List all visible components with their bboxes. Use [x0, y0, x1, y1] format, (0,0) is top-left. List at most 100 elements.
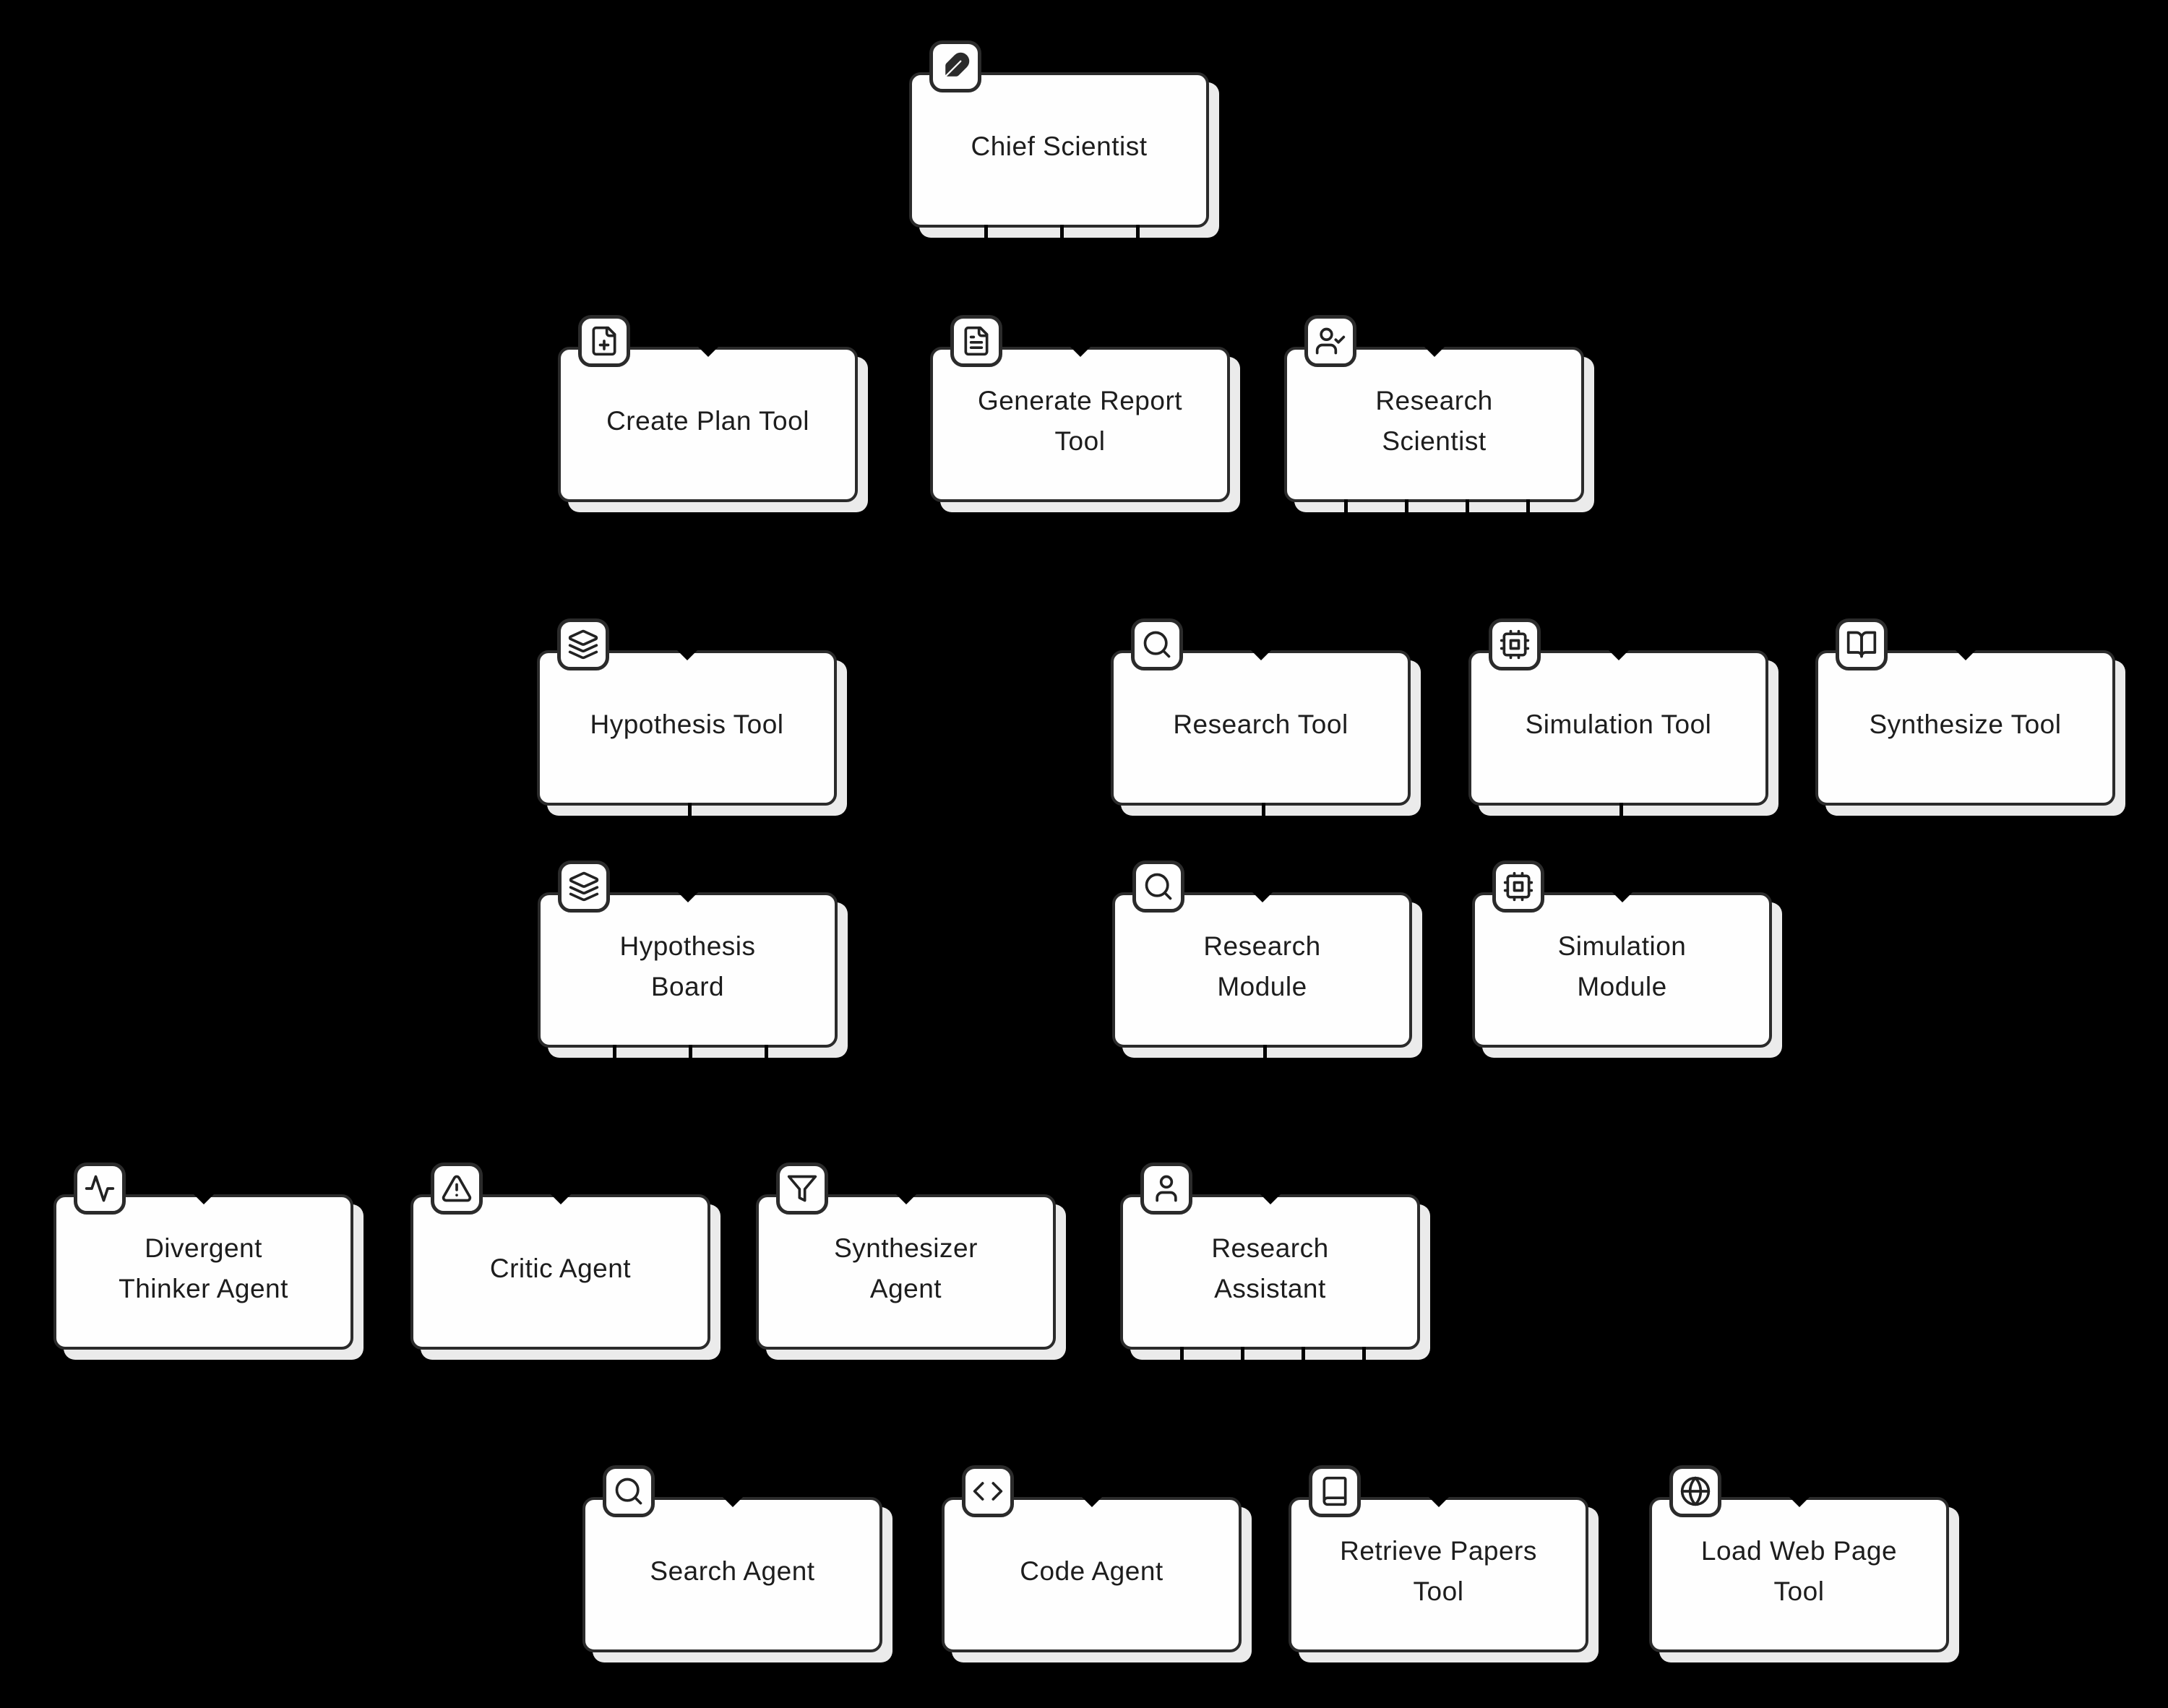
edge-arrowhead-notch	[193, 1194, 214, 1204]
alert-triangle-icon	[431, 1163, 483, 1215]
edge-arrowhead-notch	[1608, 650, 1629, 660]
search-icon	[1132, 861, 1184, 913]
edge-arrowhead-notch	[1252, 892, 1273, 902]
node-label-line: Code Agent	[1020, 1556, 1163, 1586]
node-label-line: Tool	[1413, 1576, 1464, 1606]
node-critic-agent[interactable]: Critic Agent	[410, 1163, 710, 1350]
edge-stub	[613, 1045, 616, 1061]
node-chief-scientist[interactable]: Chief Scientist	[909, 40, 1209, 241]
edge-stub	[689, 1045, 692, 1061]
node-label: Critic Agent	[490, 1248, 631, 1296]
node-label-line: Tool	[1054, 426, 1106, 456]
feather-icon	[929, 40, 981, 92]
node-label-line: Research	[1211, 1233, 1329, 1263]
node-hypothesis-tool[interactable]: Hypothesis Tool	[537, 618, 837, 819]
node-label-line: Chief Scientist	[971, 131, 1148, 161]
edge-stub	[1405, 499, 1408, 515]
edge-stub	[765, 1045, 768, 1061]
node-label-line: Critic Agent	[489, 1253, 632, 1283]
node-label: Create Plan Tool	[606, 401, 809, 449]
code-icon	[962, 1465, 1014, 1517]
edge-stub	[1302, 1347, 1305, 1363]
edge-stub	[1262, 803, 1265, 819]
edge-arrowhead-notch	[1070, 347, 1091, 357]
node-label-line: Synthesize Tool	[1869, 709, 2062, 739]
user-check-icon	[1304, 315, 1356, 367]
node-label-line: Scientist	[1382, 426, 1487, 456]
edge-arrowhead-notch	[677, 892, 698, 902]
node-label-line: Load Web Page	[1700, 1536, 1898, 1566]
edge-stub	[1180, 1347, 1184, 1363]
node-label: Chief Scientist	[971, 126, 1148, 174]
node-label-line: Agent	[869, 1273, 942, 1303]
node-label-line: Divergent	[145, 1233, 262, 1263]
node-label-line: Module	[1577, 971, 1667, 1001]
node-create-plan-tool[interactable]: Create Plan Tool	[558, 315, 858, 502]
globe-icon	[1669, 1465, 1721, 1517]
node-label-line: Research	[1203, 931, 1321, 961]
node-label-line: Hypothesis Tool	[590, 709, 784, 739]
node-label: Hypothesis Tool	[590, 704, 783, 752]
book-open-icon	[1836, 618, 1888, 670]
edge-arrowhead-notch	[1424, 347, 1445, 357]
file-text-icon	[950, 315, 1002, 367]
edge-stub	[1263, 1045, 1267, 1061]
node-research-tool[interactable]: Research Tool	[1111, 618, 1411, 819]
edge-stub	[1241, 1347, 1244, 1363]
node-label-line: Thinker Agent	[119, 1273, 288, 1303]
node-label-line: Research Tool	[1173, 709, 1348, 739]
cpu-icon	[1489, 618, 1541, 670]
edge-stub	[1060, 225, 1064, 241]
edge-arrowhead-notch	[722, 1497, 743, 1507]
edge-arrowhead-notch	[676, 650, 697, 660]
node-simulation-tool[interactable]: Simulation Tool	[1468, 618, 1768, 819]
edge-stub	[1526, 499, 1530, 515]
node-code-agent[interactable]: Code Agent	[942, 1465, 1242, 1652]
node-label-line: Retrieve Papers	[1340, 1536, 1537, 1566]
edge-arrowhead-notch	[1612, 892, 1633, 902]
node-label-line: Synthesizer	[834, 1233, 978, 1263]
edge-arrowhead-notch	[1428, 1497, 1449, 1507]
node-label: Search Agent	[650, 1551, 814, 1599]
node-label-line: Create Plan Tool	[606, 405, 809, 436]
node-label: Synthesize Tool	[1870, 704, 2062, 752]
node-label: Simulation Tool	[1526, 704, 1712, 752]
edge-arrowhead-notch	[1955, 650, 1976, 660]
node-label-line: Search Agent	[650, 1556, 815, 1586]
node-search-agent[interactable]: Search Agent	[582, 1465, 882, 1652]
edge-stub	[1344, 499, 1348, 515]
search-icon	[603, 1465, 655, 1517]
node-label-line: Hypothesis	[619, 931, 756, 961]
book-icon	[1309, 1465, 1361, 1517]
edge-arrowhead-notch	[895, 1194, 916, 1204]
edge-arrowhead-notch	[1260, 1194, 1281, 1204]
node-synthesize-tool[interactable]: Synthesize Tool	[1815, 618, 2115, 806]
cpu-icon	[1492, 861, 1544, 913]
layers-icon	[558, 861, 610, 913]
file-plus-icon	[578, 315, 630, 367]
edge-stub	[1136, 225, 1140, 241]
edge-stub	[984, 225, 988, 241]
node-label-line: Module	[1217, 971, 1307, 1001]
node-label-line: Generate Report	[977, 386, 1183, 415]
edge-arrowhead-notch	[1081, 1497, 1102, 1507]
